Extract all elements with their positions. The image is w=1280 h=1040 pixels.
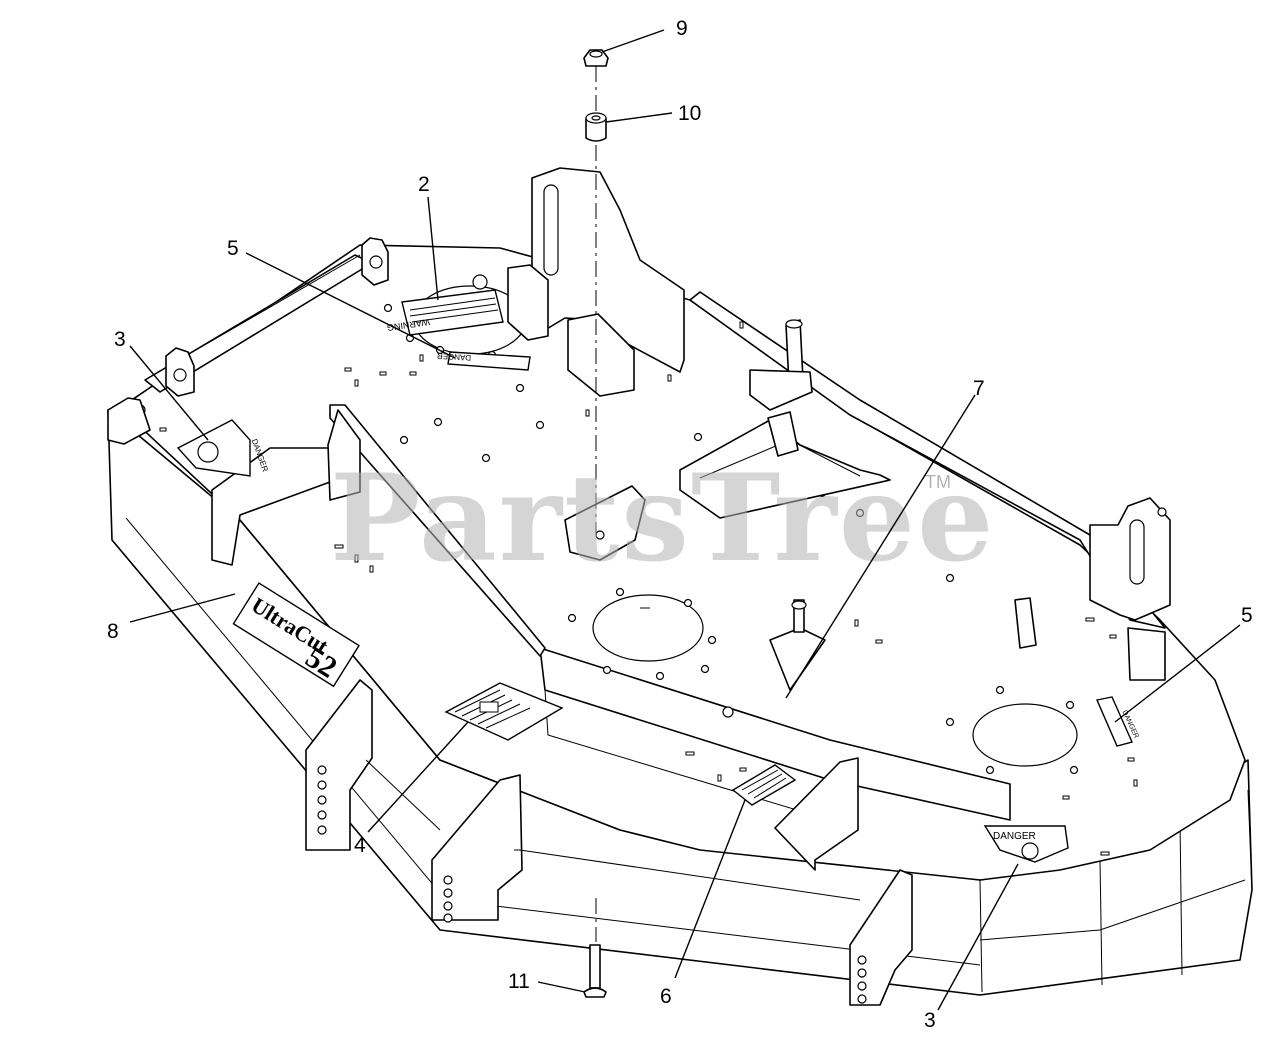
callout-7: 7 <box>973 377 985 400</box>
danger-decal-bottom-text: DANGER <box>993 831 1036 842</box>
danger-strip-right: DANGER <box>1096 696 1140 747</box>
callout-4: 4 <box>354 834 366 857</box>
callout-3-left: 3 <box>114 328 126 351</box>
small-instruction-decal <box>731 764 797 806</box>
callout-5-top: 5 <box>227 237 239 260</box>
center-bracket-plate <box>567 313 635 397</box>
right-spindle-opening <box>972 703 1078 767</box>
front-bracket-mid <box>774 757 859 871</box>
partstree-watermark: PartsTree <box>330 448 995 589</box>
center-rear-slot <box>543 184 559 276</box>
left-front-bracket-upper <box>211 447 331 566</box>
spacer <box>585 117 607 142</box>
callout-labels: 9 10 2 5 3 7 5 8 4 6 3 11 <box>107 17 1253 1032</box>
danger-decal-bottom: DANGER <box>983 825 1069 863</box>
left-front-bracket <box>107 397 151 445</box>
front-center-plate <box>564 485 646 561</box>
callout-6: 6 <box>660 985 672 1008</box>
spindle-cone <box>769 627 826 691</box>
deck-body <box>107 244 1253 996</box>
callout-5-right: 5 <box>1241 604 1253 627</box>
right-rear-slot <box>1129 519 1145 585</box>
callout-3-bottom: 3 <box>924 1009 936 1032</box>
front-bracket-left <box>305 679 373 851</box>
instruction-decal <box>444 682 564 741</box>
callout-9: 9 <box>676 17 688 40</box>
callout-8: 8 <box>107 620 119 643</box>
carriage-bolt <box>589 944 601 989</box>
lift-brackets <box>107 167 1171 691</box>
center-spindle-opening <box>592 594 704 662</box>
deck-left-baffle <box>329 404 546 657</box>
front-brackets <box>305 679 913 1006</box>
callout-11: 11 <box>508 970 530 993</box>
callout-leaders <box>129 29 1241 1011</box>
fasteners <box>583 49 609 998</box>
front-bracket-center <box>431 774 523 921</box>
callout-2: 2 <box>418 173 430 196</box>
callout-10: 10 <box>678 102 701 125</box>
watermark-trademark: TM <box>925 472 951 492</box>
